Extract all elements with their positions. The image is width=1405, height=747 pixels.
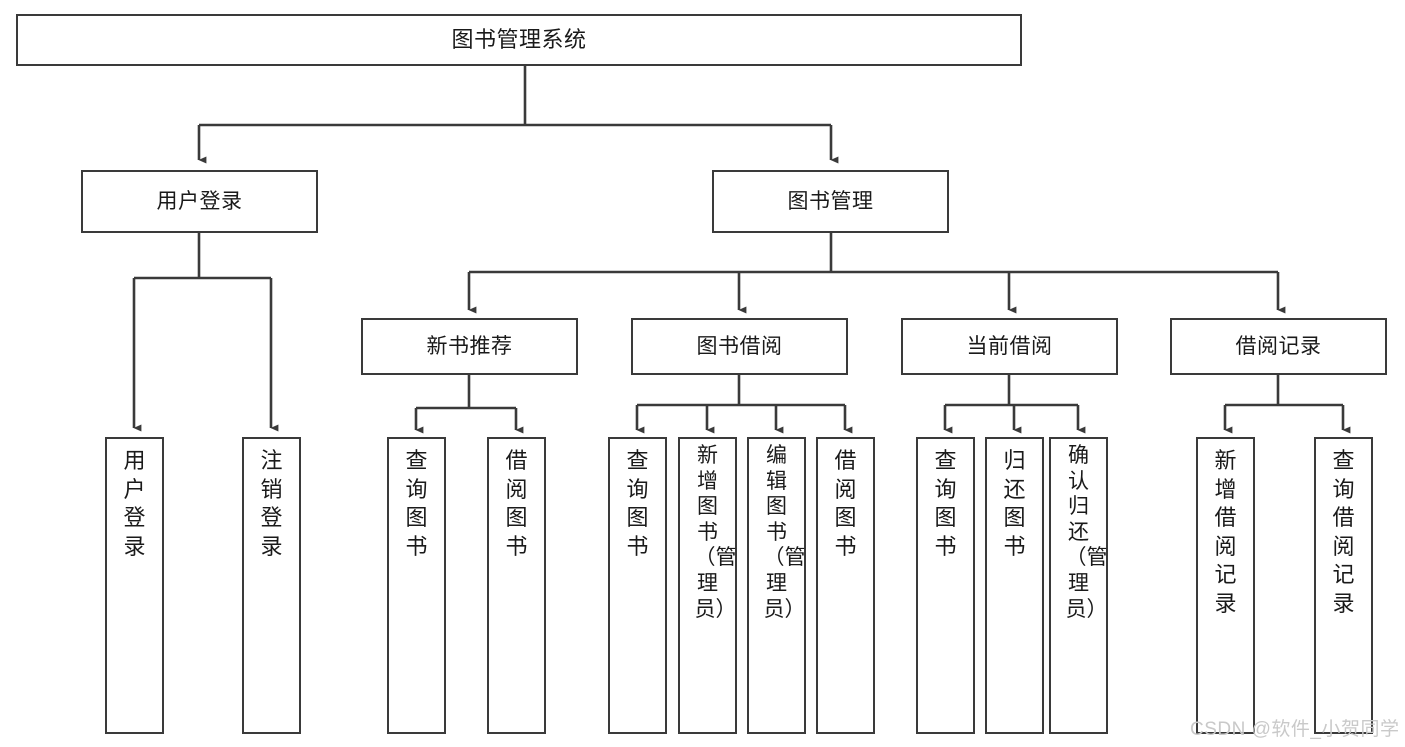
node-current-borrow-label: 当前借阅 (966, 335, 1053, 358)
csdn-watermark: CSDN @软件_小贺同学 (1190, 719, 1400, 740)
leaf-book-borrow-edit-admin[interactable]: 编辑图书（管理员） (747, 437, 806, 734)
node-user-login[interactable]: 用户登录 (81, 170, 318, 233)
leaf-book-borrow-add-admin[interactable]: 新增图书（管理员） (678, 437, 737, 734)
leaf-book-borrow-borrow[interactable]: 借阅图书 (816, 437, 875, 734)
leaf-new-book-borrow-label: 借阅图书 (505, 448, 528, 559)
leaf-user-login-login-label: 用户登录 (123, 448, 146, 559)
leaf-current-borrow-confirm-admin-label: 确认归还（管理员） (1065, 444, 1108, 621)
node-book-borrow[interactable]: 图书借阅 (631, 318, 848, 375)
leaf-current-borrow-query-label: 查询图书 (934, 448, 957, 559)
leaf-book-borrow-add-admin-label: 新增图书（管理员） (694, 444, 737, 621)
node-new-book-recommend-label: 新书推荐 (426, 335, 513, 358)
node-current-borrow[interactable]: 当前借阅 (901, 318, 1118, 375)
leaf-book-borrow-edit-admin-label: 编辑图书（管理员） (763, 444, 806, 621)
leaf-user-login-login[interactable]: 用户登录 (105, 437, 164, 734)
node-book-management[interactable]: 图书管理 (712, 170, 949, 233)
node-borrow-record-label: 借阅记录 (1235, 335, 1322, 358)
leaf-new-book-query-label: 查询图书 (405, 448, 428, 559)
leaf-book-borrow-borrow-label: 借阅图书 (834, 448, 857, 559)
leaf-current-borrow-query[interactable]: 查询图书 (916, 437, 975, 734)
leaf-book-borrow-query[interactable]: 查询图书 (608, 437, 667, 734)
leaf-borrow-record-add[interactable]: 新增借阅记录 (1196, 437, 1255, 734)
leaf-new-book-borrow[interactable]: 借阅图书 (487, 437, 546, 734)
leaf-borrow-record-query-label: 查询借阅记录 (1332, 448, 1355, 616)
leaf-new-book-query[interactable]: 查询图书 (387, 437, 446, 734)
leaf-user-login-logout[interactable]: 注销登录 (242, 437, 301, 734)
leaf-borrow-record-add-label: 新增借阅记录 (1214, 448, 1237, 616)
node-user-login-label: 用户登录 (156, 190, 243, 213)
node-new-book-recommend[interactable]: 新书推荐 (361, 318, 578, 375)
leaf-borrow-record-query[interactable]: 查询借阅记录 (1314, 437, 1373, 734)
leaf-current-borrow-confirm-admin[interactable]: 确认归还（管理员） (1049, 437, 1108, 734)
node-root-system-label: 图书管理系统 (451, 27, 587, 52)
leaf-current-borrow-return-label: 归还图书 (1003, 448, 1026, 559)
leaf-book-borrow-query-label: 查询图书 (626, 448, 649, 559)
leaf-current-borrow-return[interactable]: 归还图书 (985, 437, 1044, 734)
node-borrow-record[interactable]: 借阅记录 (1170, 318, 1387, 375)
node-book-management-label: 图书管理 (787, 190, 874, 213)
leaf-user-login-logout-label: 注销登录 (260, 448, 283, 559)
node-root-system[interactable]: 图书管理系统 (16, 14, 1022, 66)
node-book-borrow-label: 图书借阅 (696, 335, 783, 358)
